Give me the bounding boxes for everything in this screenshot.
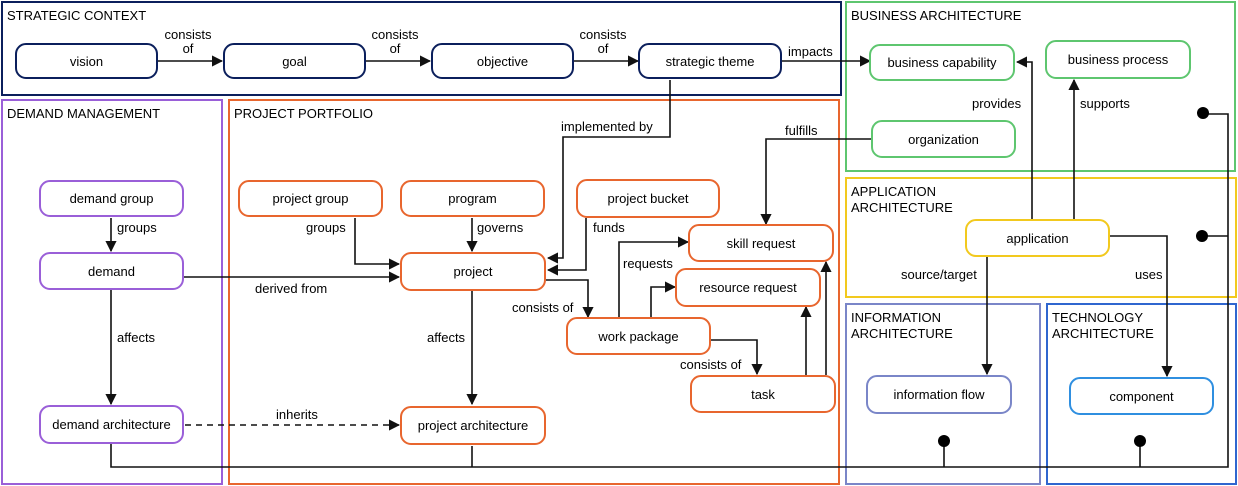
edge-projectgroup-project — [354, 218, 401, 270]
edge-bucket-project — [546, 218, 587, 276]
label-funds: funds — [593, 220, 625, 235]
region-information-architecture: INFORMATION ARCHITECTURE — [845, 303, 1041, 485]
node-information-flow[interactable]: information flow — [866, 375, 1012, 414]
label-consists-of-task: consists of — [680, 357, 742, 372]
label-provides: provides — [972, 96, 1022, 111]
node-vision[interactable]: vision — [15, 43, 158, 79]
region-title-strategic-context: STRATEGIC CONTEXT — [7, 8, 147, 23]
node-business-capability[interactable]: business capability — [869, 44, 1015, 81]
region-strategic-context: STRATEGIC CONTEXT — [1, 1, 842, 96]
edge-wp-skill — [618, 236, 690, 317]
node-project-bucket[interactable]: project bucket — [576, 179, 720, 218]
label-inherits: inherits — [276, 407, 318, 422]
label-consists-of-1: consists of — [164, 27, 212, 56]
edge-organization-skill — [760, 138, 872, 226]
node-project[interactable]: project — [400, 252, 546, 291]
node-skill-request[interactable]: skill request — [688, 224, 834, 262]
node-work-package[interactable]: work package — [566, 317, 711, 355]
region-technology-architecture: TECHNOLOGY ARCHITECTURE — [1046, 303, 1237, 485]
label-impacts: impacts — [788, 44, 833, 59]
region-title-information-architecture: INFORMATION ARCHITECTURE — [851, 310, 953, 341]
label-requests: requests — [623, 256, 673, 271]
region-title-demand-management: DEMAND MANAGEMENT — [7, 106, 161, 121]
label-affects-demand: affects — [117, 330, 156, 345]
node-project-architecture[interactable]: project architecture — [400, 406, 546, 445]
edge-wp-task — [711, 339, 763, 376]
label-fulfills: fulfills — [785, 123, 818, 138]
region-project-portfolio: PROJECT PORTFOLIO — [228, 99, 840, 485]
region-title-technology-architecture: TECHNOLOGY ARCHITECTURE — [1052, 310, 1154, 341]
edge-application-component — [1110, 235, 1173, 378]
node-demand-group[interactable]: demand group — [39, 180, 184, 217]
node-project-group[interactable]: project group — [238, 180, 383, 217]
label-consists-of-2: consists of — [371, 27, 419, 56]
edge-wp-resource — [650, 281, 677, 317]
node-business-process[interactable]: business process — [1045, 40, 1191, 79]
label-governs: governs — [477, 220, 524, 235]
node-application[interactable]: application — [965, 219, 1110, 257]
node-objective[interactable]: objective — [431, 43, 574, 79]
label-uses: uses — [1135, 267, 1163, 282]
region-application-architecture: APPLICATION ARCHITECTURE — [845, 177, 1237, 298]
label-implemented-by: implemented by — [561, 119, 653, 134]
label-derived-from: derived from — [255, 281, 328, 296]
node-program[interactable]: program — [400, 180, 545, 217]
edge-bottom-bus — [110, 113, 1229, 468]
region-title-application-architecture: APPLICATION ARCHITECTURE — [851, 184, 953, 215]
connector-dot-technology — [1134, 435, 1146, 447]
label-consists-of-wp: consists of — [512, 300, 574, 315]
node-component[interactable]: component — [1069, 377, 1214, 415]
connector-dot-information — [938, 435, 950, 447]
label-consists-of-3: consists of — [579, 27, 627, 56]
node-task[interactable]: task — [690, 375, 836, 413]
region-title-project-portfolio: PROJECT PORTFOLIO — [234, 106, 373, 121]
region-demand-management: DEMAND MANAGEMENT — [1, 99, 223, 485]
label-source-target: source/target — [901, 267, 977, 282]
label-groups-project: groups — [306, 220, 346, 235]
label-supports: supports — [1080, 96, 1130, 111]
node-strategic-theme[interactable]: strategic theme — [638, 43, 782, 79]
edge-application-capability — [1015, 56, 1033, 219]
node-goal[interactable]: goal — [223, 43, 366, 79]
connector-dot-business — [1197, 107, 1209, 119]
node-organization[interactable]: organization — [871, 120, 1016, 158]
edge-project-workpackage — [546, 279, 594, 319]
region-business-architecture: BUSINESS ARCHITECTURE — [845, 1, 1236, 172]
label-affects-project: affects — [427, 330, 466, 345]
node-resource-request[interactable]: resource request — [675, 268, 821, 307]
edge-theme-project — [546, 80, 671, 264]
node-demand[interactable]: demand — [39, 252, 184, 290]
region-title-business-architecture: BUSINESS ARCHITECTURE — [851, 8, 1022, 23]
label-groups-demand: groups — [117, 220, 157, 235]
node-demand-architecture[interactable]: demand architecture — [39, 405, 184, 444]
connector-dot-application — [1196, 230, 1208, 242]
